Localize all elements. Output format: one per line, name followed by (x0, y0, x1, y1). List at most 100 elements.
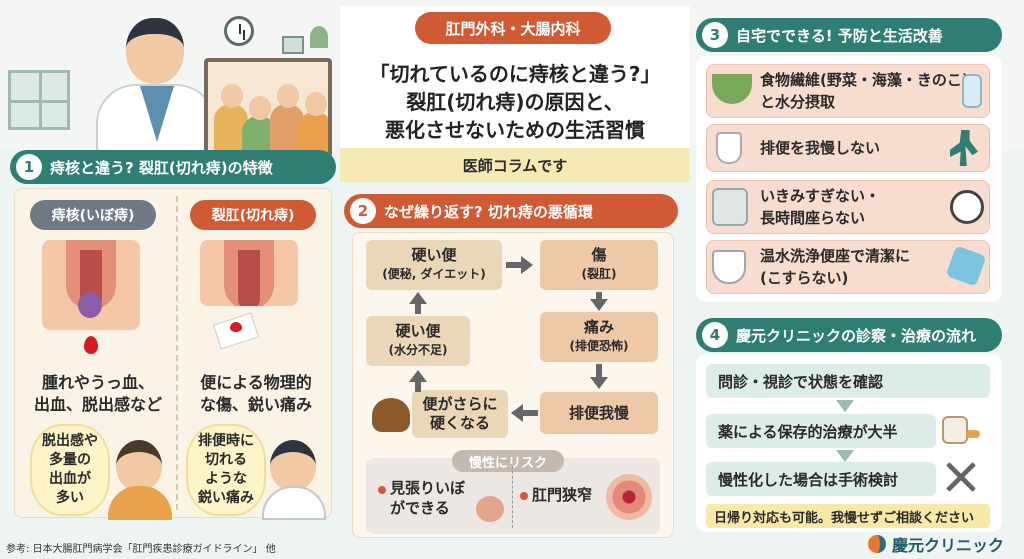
pained-man-icon (270, 440, 316, 492)
chronic-risk-label: 慢性にリスク (452, 450, 564, 472)
section1-title: 痔核と違う? 裂肛(切れ痔)の特徴 (50, 158, 273, 177)
arrow-shaft (522, 410, 538, 416)
step-main: 硬い便 (411, 246, 457, 264)
prevention-washlet-card (706, 240, 990, 294)
doctor-illustration (96, 84, 216, 154)
title-line-2: 裂肛(切れ痔)の原因と、 (406, 90, 624, 114)
plant-icon (310, 26, 328, 48)
stool-icon (372, 398, 410, 432)
reference-note: 参考: 日本大腸肛門病学会「肛門疾患診療ガイドライン」 他 (6, 544, 276, 555)
step-main: 硬い便 (395, 322, 441, 340)
prevention-no-holding-text: 排便を我慢しない (760, 139, 881, 157)
cycle-step-pain: 痛み (排便恐怖) (540, 312, 658, 362)
bubble-line: 脱出感や (42, 433, 98, 449)
arrow-left-icon (511, 404, 523, 422)
prevention-fiber-line2: と水分摂取 (760, 93, 836, 111)
bullet-icon (378, 486, 386, 494)
bubble-line: 出血が (49, 471, 91, 487)
hemorrhoid-desc-line1: 腫れやうっ血、 (41, 373, 154, 392)
flow-step-surgery: 慢性化した場合は手術検討 (706, 462, 936, 496)
step-sub: (排便恐怖) (569, 339, 629, 353)
section1-divider (176, 196, 178, 510)
column-label: 医師コラムです (340, 148, 690, 182)
prevention-no-straining-line1: いきみすぎない・ (760, 187, 881, 205)
section3-number: 3 (702, 22, 728, 48)
skin-tag-icon (476, 496, 504, 522)
arrow-shaft (506, 262, 522, 268)
family-member (298, 92, 328, 154)
title-line-3: 悪化させないための生活習慣 (385, 118, 645, 142)
hemorrhoid-desc-line2: 出血、脱出感など (33, 395, 162, 414)
arrow-shaft (596, 364, 602, 378)
fissure-desc-line1: 便による物理的 (200, 373, 312, 392)
section1-number: 1 (16, 154, 42, 180)
picture-frame-icon (282, 36, 304, 54)
prevention-no-straining-line2: 長時間座らない (760, 209, 866, 227)
doctor-head-illustration (126, 18, 184, 84)
pill-icon (966, 430, 980, 438)
arrow-shaft (415, 382, 421, 392)
department-badge: 肛門外科・大腸内科 (415, 12, 611, 44)
section1-header: 1 痔核と違う? 裂肛(切れ痔)の特徴 (10, 150, 336, 184)
family-photo-illustration (204, 58, 332, 158)
anal-fissure-label: 裂肛(切れ痔) (190, 200, 316, 230)
arrow-shaft (596, 292, 602, 300)
section2-title: なぜ繰り返す? 切れ痔の悪循環 (384, 202, 593, 221)
fissure-speech-bubble: 排便時に 切れる ような 鋭い痛み (186, 424, 266, 516)
prevention-fiber-line1: 食物繊維(野菜・海藻・きのこ) (760, 71, 969, 89)
cycle-step-harder-stool: 便がさらに 硬くなる (412, 390, 508, 438)
flow-step-exam: 問診・視診で状態を確認 (706, 364, 990, 398)
washlet-icon (712, 250, 746, 284)
clinic-logo-icon (868, 535, 886, 553)
wall-clock-icon (224, 16, 254, 46)
medicine-jar-icon (942, 416, 968, 444)
clinic-logo: 慶元クリニック (868, 533, 1018, 555)
prevention-no-holding-card (706, 124, 990, 172)
arrow-up-icon (409, 370, 427, 382)
fissure-illustration (200, 240, 298, 306)
arrow-down-icon (590, 299, 608, 311)
clinic-name: 慶元クリニック (892, 536, 1005, 555)
step-sub: (裂肛) (581, 267, 617, 281)
cycle-step-hard-stool-water: 硬い便 (水分不足) (366, 316, 470, 366)
flow-arrow-icon (836, 400, 854, 412)
blood-drop-icon (84, 336, 98, 354)
section4-header: 4 慶元クリニックの診察・治療の流れ (696, 318, 1002, 352)
step-sub: (水分不足) (388, 343, 448, 357)
risk-line: 見張りいぼ (390, 479, 466, 497)
step-main: 排便我慢 (568, 403, 629, 422)
arrow-shaft (415, 304, 421, 314)
surgical-tools-icon (946, 462, 976, 492)
consultation-note: 日帰り対応も可能。我慢せずご相談ください (706, 504, 990, 528)
arrow-down-icon (590, 377, 608, 389)
step-main: 便がさらに (422, 395, 498, 413)
prevention-fiber-card (706, 64, 990, 118)
prevention-washlet-line2: (こすらない) (760, 269, 849, 287)
prevention-no-straining-card (706, 180, 990, 234)
step-main: 痛み (583, 318, 614, 336)
step-sub: 硬くなる (429, 414, 490, 432)
hemorrhoid-label: 痔核(いぼ痔) (30, 200, 156, 230)
cycle-step-hard-stool: 硬い便 (便秘, ダイエット) (366, 240, 502, 290)
title-line-1: 「切れているのに痔核と違う?」 (369, 62, 661, 86)
bubble-line: 鋭い痛み (198, 490, 254, 506)
section3-title: 自宅でできる! 予防と生活改善 (736, 26, 943, 45)
risk-sentinel-pile: 見張りいぼ ができる (390, 478, 465, 518)
prevention-washlet-line1: 温水洗浄便座で清潔に (760, 247, 911, 265)
clock-icon (950, 190, 984, 224)
risk-line: ができる (390, 499, 450, 517)
fissure-desc-line2: な傷、鋭い痛み (199, 395, 312, 414)
section4-title: 慶元クリニックの診察・治療の流れ (736, 326, 977, 345)
risk-divider (512, 466, 513, 528)
section2-number: 2 (350, 198, 376, 224)
risk-stenosis: 肛門狭窄 (532, 486, 593, 504)
stenosis-icon (606, 474, 652, 520)
bubble-line: ような (205, 471, 247, 487)
step-main: 傷 (591, 246, 607, 264)
arrow-right-icon (521, 256, 533, 274)
water-glass-icon (962, 74, 982, 108)
worried-boy-icon (116, 440, 162, 492)
step-sub: (便秘, ダイエット) (382, 267, 486, 281)
section2-header: 2 なぜ繰り返す? 切れ痔の悪循環 (344, 194, 678, 228)
bubble-line: 多い (56, 490, 84, 506)
